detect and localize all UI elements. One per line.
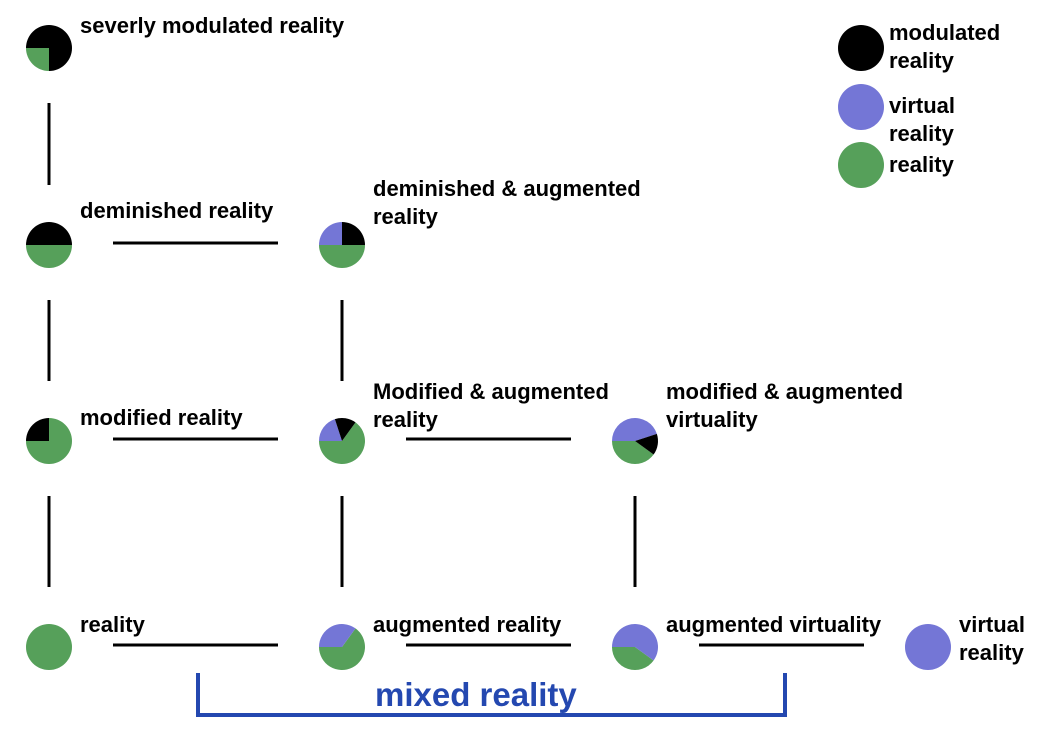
pie-slice-reality [612,647,654,671]
legend-label-reality: reality [889,151,954,179]
pie-slice-virtual [319,419,342,441]
legend-label-line: reality [889,121,954,146]
node-label-modified-reality: modified reality [80,404,243,432]
node-label-line: virtuality [666,407,758,432]
pie-slice-reality [319,245,365,268]
legend-swatch-modulated [838,25,884,71]
node-label-reality: reality [80,611,145,639]
legend-label-line: modulated [889,20,1001,45]
legend-label-virtual: virtual reality [889,92,955,148]
node-label-augmented-reality: augmented reality [373,611,561,639]
mixed-reality-label: mixed reality [375,676,577,713]
node-label-line: virtual [959,612,1026,637]
pie-slice-virtual [319,222,342,245]
node-label-line: modified & augmented [666,379,904,404]
node-deminished-reality-pie [26,222,72,268]
legend-label-line: reality [889,48,954,73]
pie-slice-reality [319,422,365,464]
pie-slice-reality [26,245,72,268]
node-modified-augmented-reality-pie [319,418,365,464]
node-label-line: reality [373,204,438,229]
pie-slice-virtual [319,623,356,647]
node-label-line: reality [373,407,438,432]
node-label-line: severly modulated reality [80,13,345,38]
legend-swatch-virtual [838,84,884,130]
node-label-augmented-virtuality: augmented virtuality [666,611,881,639]
pie-slice-reality [26,624,72,670]
node-virtual-reality-pie [905,624,951,670]
pie-slice-modulated [26,222,72,245]
pie-slice-virtual [612,418,657,441]
legend-swatch-reality [838,142,884,188]
node-augmented-virtuality-pie [612,624,658,671]
node-label-virtual-reality: virtual reality [959,611,1025,667]
nodes-layer [26,25,951,671]
node-label-line: deminished reality [80,198,274,223]
pie-slice-virtual [612,624,658,661]
pie-slice-reality [319,628,365,670]
node-label-deminished-reality: deminished reality [80,197,273,225]
edges-layer [47,103,864,647]
legend-label-modulated: modulated reality [889,19,1000,75]
node-label-line: augmented virtuality [666,612,882,637]
node-label-line: reality [80,612,145,637]
node-label-modified-augmented-virtuality: modified & augmented virtuality [666,378,903,434]
pie-slice-reality [26,48,49,71]
pie-slice-modulated [342,222,365,245]
legend-layer [838,25,884,188]
node-reality-pie [26,624,72,670]
pie-slice-modulated [26,418,49,441]
pie-slice-modulated [26,25,72,71]
mixed-reality-bracket-layer [196,673,787,717]
node-modified-reality-pie [26,418,72,464]
legend-label-line: virtual [889,93,956,118]
node-label-line: modified reality [80,405,243,430]
pie-slice-modulated [635,433,658,455]
node-deminished-augmented-reality-pie [319,222,365,268]
node-label-line: deminished & augmented [373,176,641,201]
node-augmented-reality-pie [319,623,365,670]
node-severly-modulated-reality-pie [26,25,72,71]
mixed-reality-bracket [196,673,787,717]
legend-label-line: reality [889,152,954,177]
node-modified-augmented-virtuality-pie [612,418,658,465]
pie-slice-modulated [334,418,356,441]
node-label-severly-modulated-reality: severly modulated reality [80,12,344,40]
pie-slice-reality [612,441,654,465]
node-label-deminished-augmented-reality: deminished & augmented reality [373,175,641,231]
node-label-line: augmented reality [373,612,562,637]
node-label-modified-augmented-reality: Modified & augmented reality [373,378,609,434]
node-label-line: reality [959,640,1024,665]
node-label-line: Modified & augmented [373,379,609,404]
pie-slice-virtual [905,624,951,670]
